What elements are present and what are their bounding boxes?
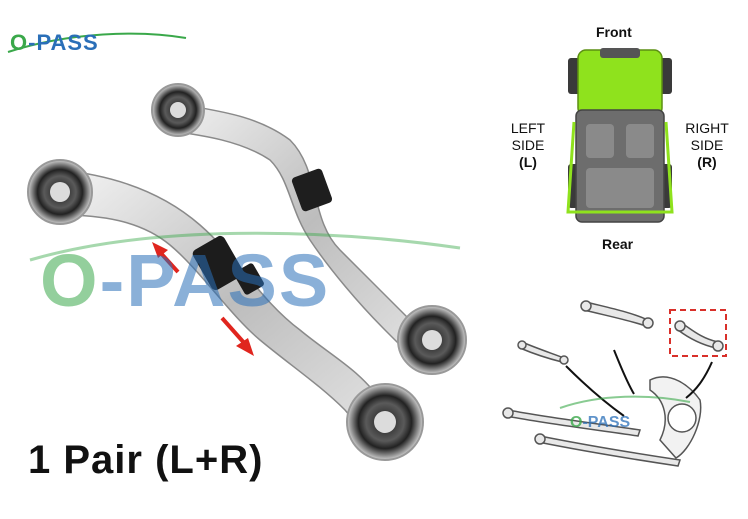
adjuster-nut-back <box>291 168 333 212</box>
adjuster-nut-front <box>192 235 244 291</box>
label-right-side: RIGHT SIDE (R) <box>685 120 729 170</box>
brand-logo: O-PASS <box>10 30 99 55</box>
diagram-arm-lower <box>505 409 641 437</box>
label-left-side: LEFT SIDE (L) <box>510 120 546 170</box>
diagram-arm-upper <box>583 301 649 327</box>
diagram-pointer-arrows <box>565 349 713 417</box>
adjust-direction-arrows <box>152 242 254 356</box>
suspension-diagram <box>502 300 727 467</box>
vehicle-hood <box>577 49 663 117</box>
highlight-box <box>669 309 727 357</box>
diagram-arm-trailing <box>537 435 681 467</box>
label-front: Front <box>596 24 632 40</box>
label-rear: Rear <box>602 236 634 252</box>
watermark-swoosh <box>29 231 461 262</box>
brand-watermark: O-PASS <box>40 239 331 322</box>
logo-swoosh <box>7 32 187 53</box>
vehicle-top-view <box>566 48 674 223</box>
diagram-watermark: O-PASS <box>570 414 631 431</box>
control-arms-photo <box>7 32 467 461</box>
quantity-caption: 1 Pair (L+R) <box>28 438 264 482</box>
